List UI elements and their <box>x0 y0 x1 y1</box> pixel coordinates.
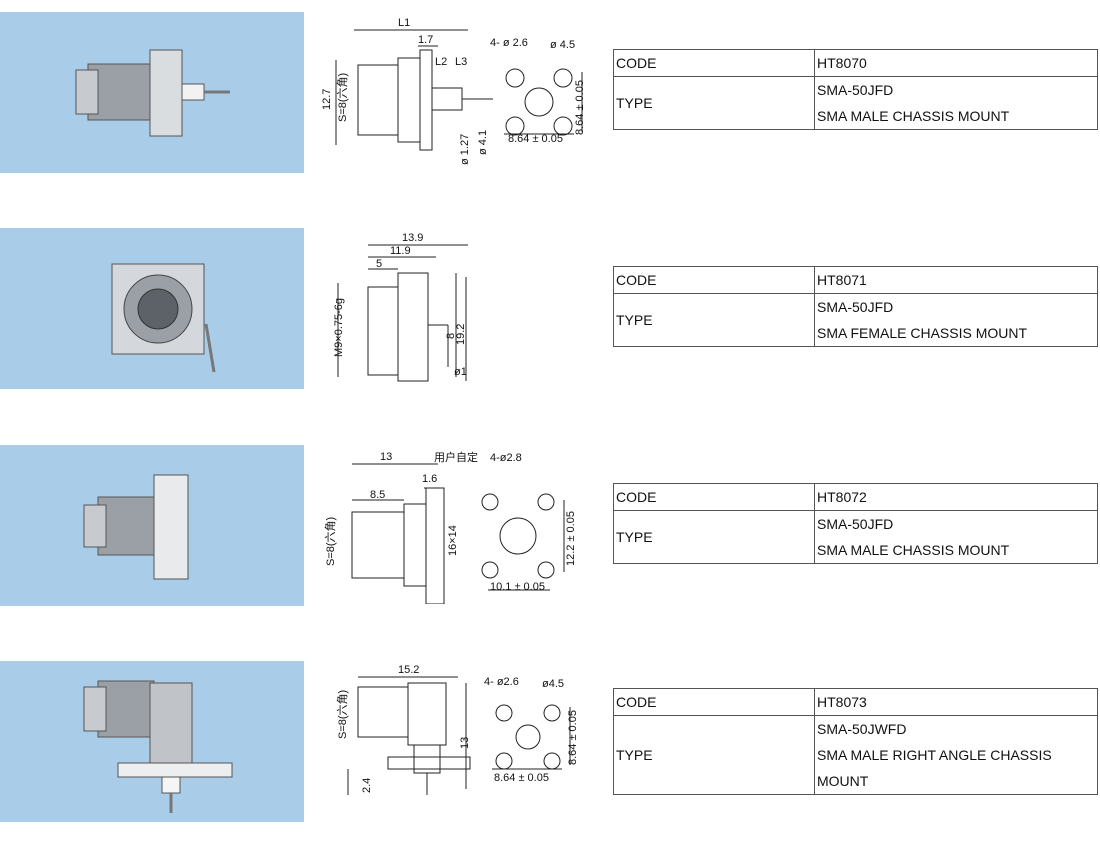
product-photo-sma-male-chassis <box>0 12 304 173</box>
code-row: CODE HT8070 <box>613 49 1098 77</box>
type-line: SMA-50JFD <box>817 299 894 315</box>
dim-13-9: 13.9 <box>402 232 423 244</box>
type-line: SMA MALE RIGHT ANGLE CHASSIS <box>817 747 1052 763</box>
dim-h-8-64: 8.64 ± 0.05 <box>494 772 549 784</box>
dim-holes: 4- ø2.6 <box>484 676 519 688</box>
dim-l3: L3 <box>455 56 467 68</box>
technical-drawing: L1 1.7 L2 L3 12.7 S=8(六角) ø 1.27 ø 4.1 4… <box>318 10 598 170</box>
dim-v-8-64: 8.64 ± 0.05 <box>574 80 586 135</box>
product-photo-sma-male-chassis-square <box>0 445 304 606</box>
code-label: CODE <box>613 49 815 77</box>
spec-table: CODE HT8073 TYPE SMA-50JWFD SMA MALE RIG… <box>613 688 1098 795</box>
dim-pin-dia: ø 1.27 <box>459 134 471 165</box>
code-row: CODE HT8072 <box>613 483 1098 511</box>
product-photo-sma-female-chassis <box>0 228 304 389</box>
type-label: TYPE <box>613 293 815 347</box>
type-row: TYPE SMA-50JFD SMA MALE CHASSIS MOUNT <box>613 76 1098 130</box>
dim-hex: S=8(六角) <box>336 690 349 739</box>
dim-v-8-64: 8.64 ± 0.05 <box>567 710 579 765</box>
type-line: SMA MALE CHASSIS MOUNT <box>817 108 1010 124</box>
dim-8: 8 <box>445 333 457 339</box>
dim-pin-dia: ø1 <box>454 366 467 378</box>
spec-table: CODE HT8072 TYPE SMA-50JFD SMA MALE CHAS… <box>613 483 1098 564</box>
dim-11-9: 11.9 <box>390 245 411 257</box>
dim-holes: 4-ø2.8 <box>490 452 522 464</box>
type-label: TYPE <box>613 510 815 564</box>
type-label: TYPE <box>613 76 815 130</box>
dim-user-defined: 用户自定 <box>434 450 478 464</box>
dim-8-5: 8.5 <box>370 489 385 501</box>
dim-dia-4-1: ø 4.1 <box>477 130 489 155</box>
dim-h-8-64: 8.64 ± 0.05 <box>508 133 563 145</box>
product-photo-sma-male-right-angle <box>0 661 304 822</box>
code-label: CODE <box>613 266 815 294</box>
type-line: SMA-50JFD <box>817 516 894 532</box>
dim-hex: S=8(六角) <box>324 517 337 566</box>
technical-drawing: 15.2 S=8(六角) 13 2.4 4- ø2.6 ø4.5 8.64 ± … <box>318 661 598 821</box>
code-row: CODE HT8071 <box>613 266 1098 294</box>
code-value: HT8071 <box>814 266 1098 294</box>
type-row: TYPE SMA-50JWFD SMA MALE RIGHT ANGLE CHA… <box>613 715 1098 795</box>
dim-h-10-1: 10.1 ± 0.05 <box>490 581 545 593</box>
type-row: TYPE SMA-50JFD SMA MALE CHASSIS MOUNT <box>613 510 1098 564</box>
dim-l2: L2 <box>435 56 447 68</box>
code-value: HT8070 <box>814 49 1098 77</box>
code-label: CODE <box>613 483 815 511</box>
technical-drawing: 13 用户自定 4-ø2.8 1.6 8.5 S=8(六角) 16×14 12.… <box>318 444 598 604</box>
dim-13: 13 <box>459 737 471 749</box>
spec-table: CODE HT8070 TYPE SMA-50JFD SMA MALE CHAS… <box>613 49 1098 130</box>
type-value: SMA-50JFD SMA MALE CHASSIS MOUNT <box>814 510 1098 564</box>
type-value: SMA-50JFD SMA MALE CHASSIS MOUNT <box>814 76 1098 130</box>
code-value: HT8072 <box>814 483 1098 511</box>
dim-2-4: 2.4 <box>361 778 373 793</box>
dim-19-2: 19.2 <box>455 324 467 345</box>
dim-16x14: 16×14 <box>447 525 459 556</box>
dim-1-7: 1.7 <box>418 34 433 46</box>
dim-holes: 4- ø 2.6 <box>490 37 528 49</box>
dim-5: 5 <box>376 258 382 270</box>
type-value: SMA-50JWFD SMA MALE RIGHT ANGLE CHASSIS … <box>814 715 1098 795</box>
dim-13: 13 <box>380 451 392 463</box>
technical-drawing: 13.9 11.9 5 M9×0.75-6g 8 19.2 ø1 <box>318 227 598 387</box>
dim-v-12-2: 12.2 ± 0.05 <box>565 511 577 566</box>
dim-12-7: 12.7 <box>321 89 333 110</box>
type-label: TYPE <box>613 715 815 795</box>
code-label: CODE <box>613 688 815 716</box>
type-line: SMA FEMALE CHASSIS MOUNT <box>817 325 1028 341</box>
dim-hex: S=8(六角) <box>336 73 349 122</box>
type-line: SMA MALE CHASSIS MOUNT <box>817 542 1010 558</box>
dim-dia-4-5: ø 4.5 <box>550 39 575 51</box>
code-row: CODE HT8073 <box>613 688 1098 716</box>
spec-table: CODE HT8071 TYPE SMA-50JFD SMA FEMALE CH… <box>613 266 1098 347</box>
code-value: HT8073 <box>814 688 1098 716</box>
type-line: SMA-50JFD <box>817 82 894 98</box>
dim-thread: M9×0.75-6g <box>333 298 345 357</box>
type-line: MOUNT <box>817 773 869 789</box>
type-line: SMA-50JWFD <box>817 721 907 737</box>
dim-15-2: 15.2 <box>398 664 419 676</box>
dim-dia-4-5: ø4.5 <box>542 678 564 690</box>
type-row: TYPE SMA-50JFD SMA FEMALE CHASSIS MOUNT <box>613 293 1098 347</box>
dim-1-6: 1.6 <box>422 473 437 485</box>
dim-l1: L1 <box>398 17 410 29</box>
type-value: SMA-50JFD SMA FEMALE CHASSIS MOUNT <box>814 293 1098 347</box>
